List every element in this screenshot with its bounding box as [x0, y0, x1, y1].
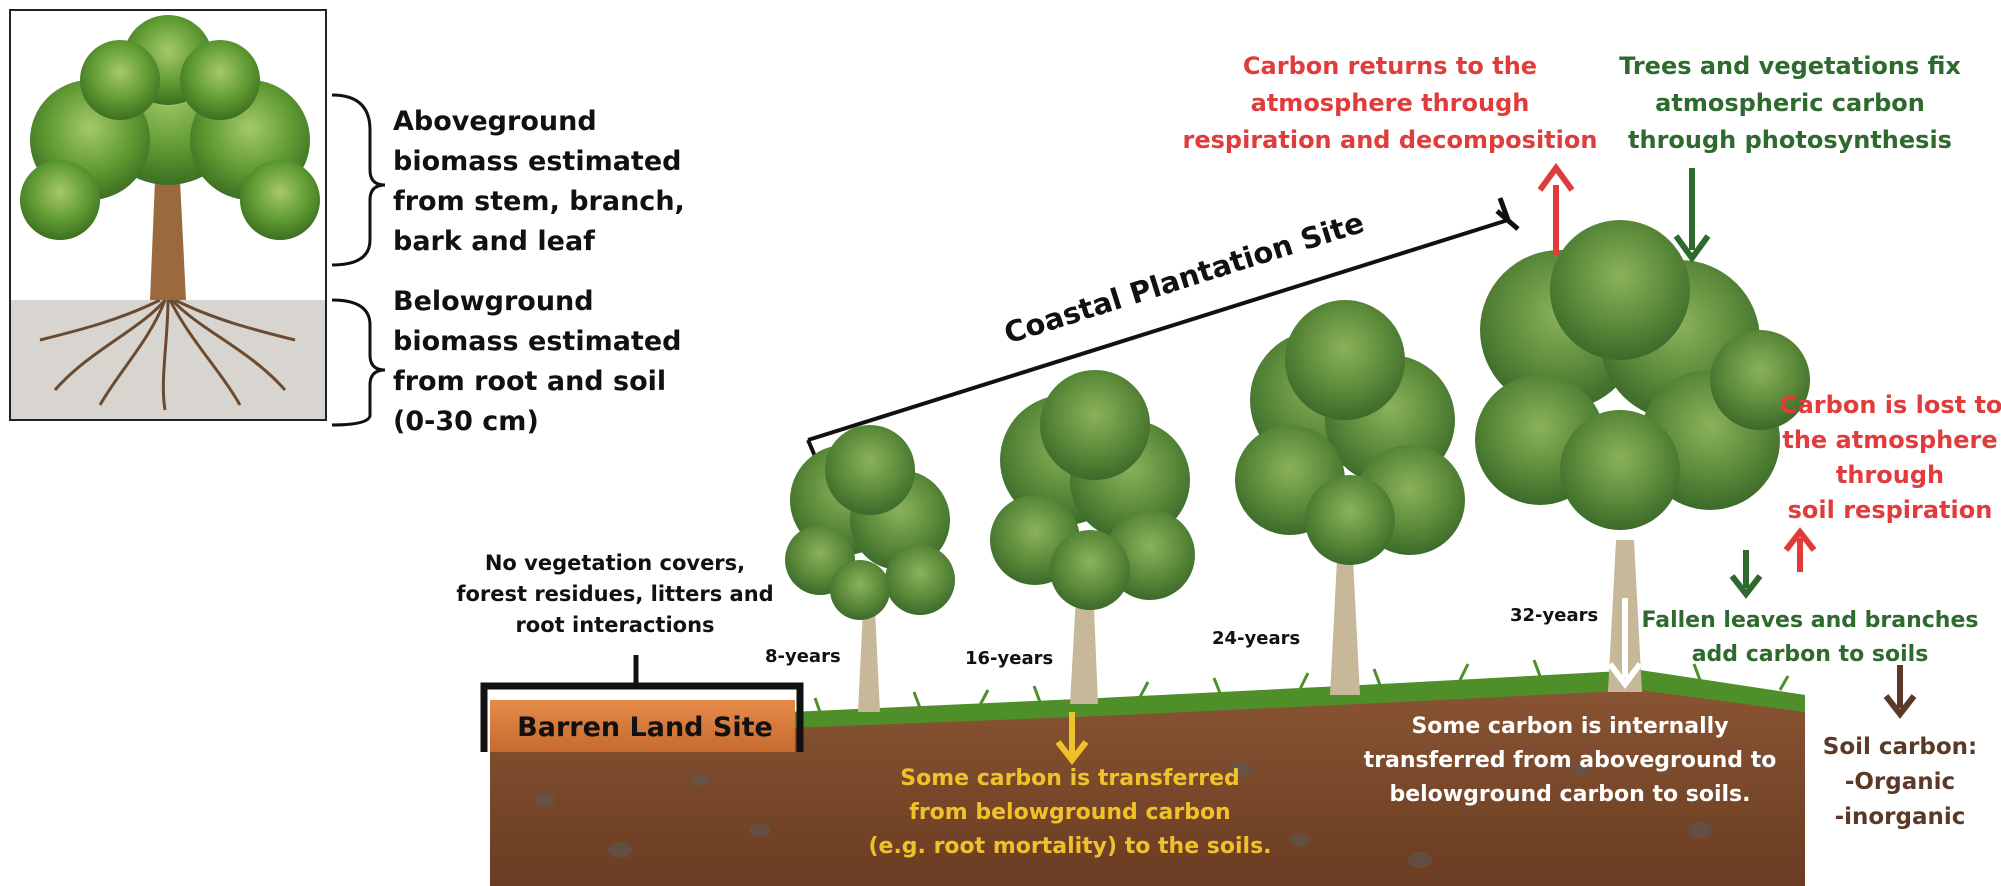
- arrow-respiration-up: [1537, 162, 1575, 255]
- respiration-line: Carbon returns to the: [1242, 52, 1538, 80]
- age-label-8: 8-years: [765, 646, 841, 667]
- legend-tree-illustration: [9, 9, 327, 421]
- tree-8-years: [785, 425, 955, 712]
- aboveground-line: biomass estimated: [393, 146, 682, 177]
- age-label-24: 24-years: [1212, 628, 1301, 649]
- aboveground-label: Aboveground biomass estimated from stem,…: [393, 102, 685, 262]
- soil-respiration-line: the atmosphere: [1782, 426, 1998, 454]
- photosynthesis-text: Trees and vegetations fix atmospheric ca…: [1590, 48, 1990, 159]
- age-label-16: 16-years: [965, 648, 1054, 669]
- litterfall-line: Fallen leaves and branches: [1641, 608, 1979, 633]
- internal-transfer-text: Some carbon is internally transferred fr…: [1355, 710, 1785, 812]
- soil-carbon-line: Soil carbon:: [1822, 734, 1978, 760]
- soil-respiration-text: Carbon is lost to the atmosphere through…: [1780, 388, 2001, 528]
- respiration-line: respiration and decomposition: [1182, 126, 1598, 154]
- soil-carbon-line: -Organic: [1844, 769, 1956, 795]
- belowground-line: from root and soil: [393, 366, 667, 397]
- photosynthesis-line: Trees and vegetations fix: [1619, 52, 1961, 80]
- respiration-line: atmosphere through: [1250, 89, 1530, 117]
- soil-carbon-line: -inorganic: [1834, 804, 1966, 830]
- barren-note-line: root interactions: [515, 613, 715, 637]
- internal-transfer-line: belowground carbon to soils.: [1389, 782, 1751, 807]
- arrow-soil-respiration-up: [1783, 527, 1817, 572]
- litterfall-text: Fallen leaves and branches add carbon to…: [1630, 604, 1990, 672]
- belowground-line: (0-30 cm): [393, 406, 539, 437]
- aboveground-line: Aboveground: [393, 106, 597, 137]
- internal-transfer-line: Some carbon is internally: [1411, 714, 1729, 739]
- soil-respiration-line: through: [1835, 461, 1945, 489]
- coastal-bracket: [806, 197, 1520, 469]
- legend-braces: [331, 93, 386, 427]
- arrow-litter-down: [1729, 550, 1763, 599]
- arrow-internal-transfer-down: [1607, 598, 1643, 689]
- soil-carbon-text: Soil carbon: -Organic -inorganic: [1805, 730, 1995, 835]
- soil-respiration-line: soil respiration: [1787, 496, 1993, 524]
- root-transfer-line: Some carbon is transferred: [900, 766, 1240, 791]
- aboveground-line: from stem, branch,: [393, 186, 685, 217]
- arrow-root-transfer-down: [1055, 712, 1089, 765]
- tree-16-years: [990, 370, 1195, 704]
- barren-land-label: Barren Land Site: [517, 712, 773, 743]
- root-transfer-text: Some carbon is transferred from belowgro…: [830, 762, 1310, 864]
- root-transfer-line: (e.g. root mortality) to the soils.: [868, 834, 1272, 859]
- arrow-photosynthesis-down: [1673, 168, 1711, 264]
- arrow-soil-carbon-down: [1883, 665, 1917, 719]
- photosynthesis-line: atmospheric carbon: [1655, 89, 1925, 117]
- barren-land-note: No vegetation covers, forest residues, l…: [450, 548, 780, 641]
- belowground-label: Belowground biomass estimated from root …: [393, 282, 681, 442]
- belowground-line: Belowground: [393, 286, 594, 317]
- root-transfer-line: from belowground carbon: [909, 800, 1231, 825]
- tree-32-years: [1475, 220, 1810, 692]
- internal-transfer-line: transferred from aboveground to: [1363, 748, 1777, 773]
- respiration-text: Carbon returns to the atmosphere through…: [1180, 48, 1600, 159]
- barren-land-box: [480, 655, 804, 752]
- barren-note-line: forest residues, litters and: [456, 582, 774, 606]
- belowground-line: biomass estimated: [393, 326, 682, 357]
- age-label-32: 32-years: [1510, 605, 1599, 626]
- grass-strip: [790, 670, 1805, 728]
- barren-note-line: No vegetation covers,: [484, 551, 746, 575]
- photosynthesis-line: through photosynthesis: [1628, 126, 1952, 154]
- tree-24-years: [1235, 300, 1465, 695]
- soil-respiration-line: Carbon is lost to: [1780, 391, 2001, 419]
- litterfall-line: add carbon to soils: [1691, 642, 1929, 667]
- aboveground-line: bark and leaf: [393, 226, 595, 257]
